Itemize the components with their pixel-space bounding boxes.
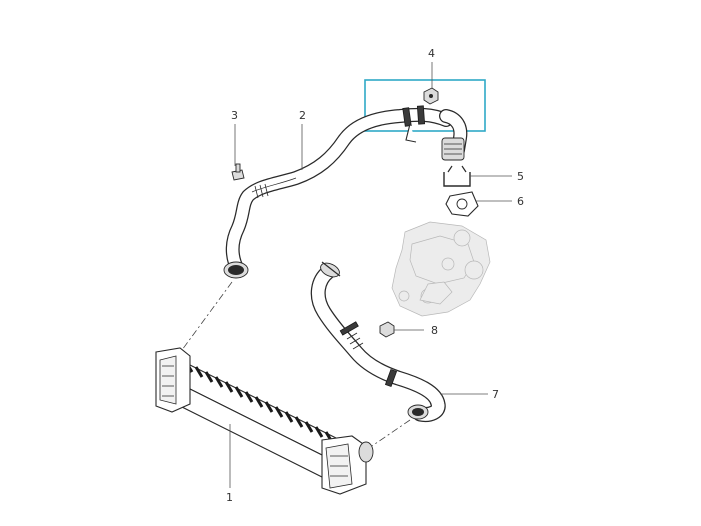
connection-line-lower — [371, 419, 411, 447]
intercooler-fins — [184, 361, 334, 443]
callout-8: 8 — [431, 324, 438, 337]
nut-part — [423, 87, 439, 105]
hose-upper — [223, 105, 468, 279]
turbocharger-ghost — [391, 221, 491, 317]
hose-lower — [310, 261, 446, 422]
callout-5: 5 — [517, 170, 524, 183]
leader-lines — [229, 62, 512, 488]
connection-line-upper — [181, 281, 233, 351]
callout-4: 4 — [428, 47, 435, 60]
gasket-part — [445, 191, 479, 217]
callout-1: 1 — [226, 491, 233, 504]
clip-part — [443, 165, 471, 187]
callout-6: 6 — [517, 195, 524, 208]
callout-3: 3 — [231, 109, 238, 122]
nut-lower-part — [379, 321, 395, 338]
intercooler — [155, 347, 374, 495]
bolt-part — [231, 163, 245, 181]
callout-7: 7 — [492, 388, 499, 401]
highlight-box — [364, 79, 486, 132]
callout-2: 2 — [299, 109, 306, 122]
